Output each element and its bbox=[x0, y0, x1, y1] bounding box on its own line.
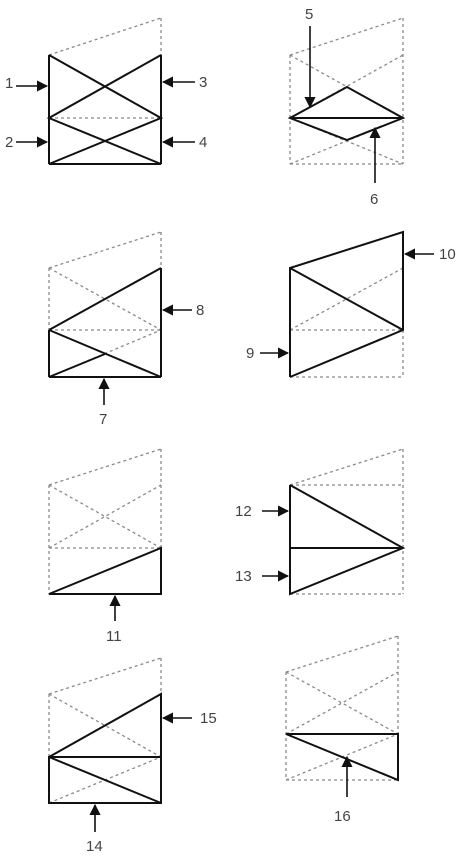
label-9: 9 bbox=[246, 345, 254, 362]
label-13: 13 bbox=[235, 568, 252, 585]
label-6: 6 bbox=[370, 191, 378, 208]
label-15: 15 bbox=[200, 710, 217, 727]
panel-1: 1 2 3 4 bbox=[5, 17, 207, 165]
label-4: 4 bbox=[199, 134, 207, 151]
guide-lines bbox=[285, 635, 399, 781]
fold-lines bbox=[48, 267, 162, 378]
guide-lines bbox=[289, 448, 404, 595]
panel-6: 12 13 bbox=[235, 448, 406, 596]
panel-3: 8 7 bbox=[48, 231, 204, 428]
label-8: 8 bbox=[196, 302, 204, 319]
panel-7: 15 14 bbox=[48, 657, 217, 855]
guide-lines bbox=[289, 267, 404, 378]
panel-4: 9 10 bbox=[246, 230, 456, 378]
panel-8: 16 bbox=[285, 635, 399, 825]
label-3: 3 bbox=[199, 74, 207, 91]
guide-lines bbox=[289, 17, 404, 165]
fold-lines bbox=[48, 692, 162, 804]
guide-lines bbox=[48, 17, 162, 119]
label-5: 5 bbox=[305, 6, 313, 23]
fold-lines bbox=[48, 546, 162, 595]
label-16: 16 bbox=[334, 808, 351, 825]
label-1: 1 bbox=[5, 75, 13, 92]
fold-lines bbox=[289, 230, 404, 378]
guide-lines bbox=[48, 231, 162, 378]
panel-5: 11 bbox=[48, 448, 162, 645]
guide-lines bbox=[48, 448, 162, 594]
guide-lines bbox=[48, 657, 162, 804]
label-11: 11 bbox=[106, 628, 122, 645]
panel-2: 5 6 bbox=[287, 6, 406, 208]
fold-lines bbox=[287, 85, 406, 142]
label-2: 2 bbox=[5, 134, 13, 151]
label-14: 14 bbox=[86, 838, 103, 855]
label-10: 10 bbox=[439, 246, 456, 263]
label-12: 12 bbox=[235, 503, 252, 520]
fold-lines bbox=[289, 484, 406, 596]
fold-lines bbox=[46, 54, 164, 165]
label-7: 7 bbox=[99, 411, 107, 428]
